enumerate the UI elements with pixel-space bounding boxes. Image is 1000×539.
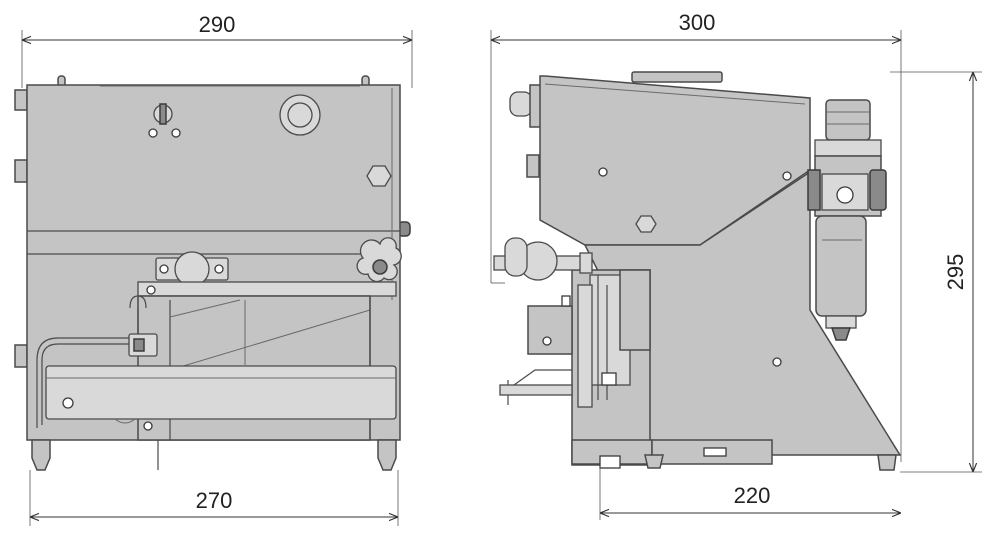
- dim-front-top: 290: [199, 12, 236, 37]
- hex-nut-icon: [366, 165, 392, 187]
- dim-side-top: 300: [679, 10, 716, 35]
- side-view: [493, 71, 902, 471]
- front-view: [14, 75, 411, 471]
- front-tray: [45, 365, 397, 420]
- filter-cap: [825, 99, 871, 141]
- dim-side-height: 295: [943, 254, 968, 291]
- filter-bowl: [815, 215, 867, 317]
- dim-side-bottom: 220: [734, 483, 771, 508]
- dimension-lines: [21, 30, 982, 526]
- dim-front-bottom: 270: [196, 488, 233, 513]
